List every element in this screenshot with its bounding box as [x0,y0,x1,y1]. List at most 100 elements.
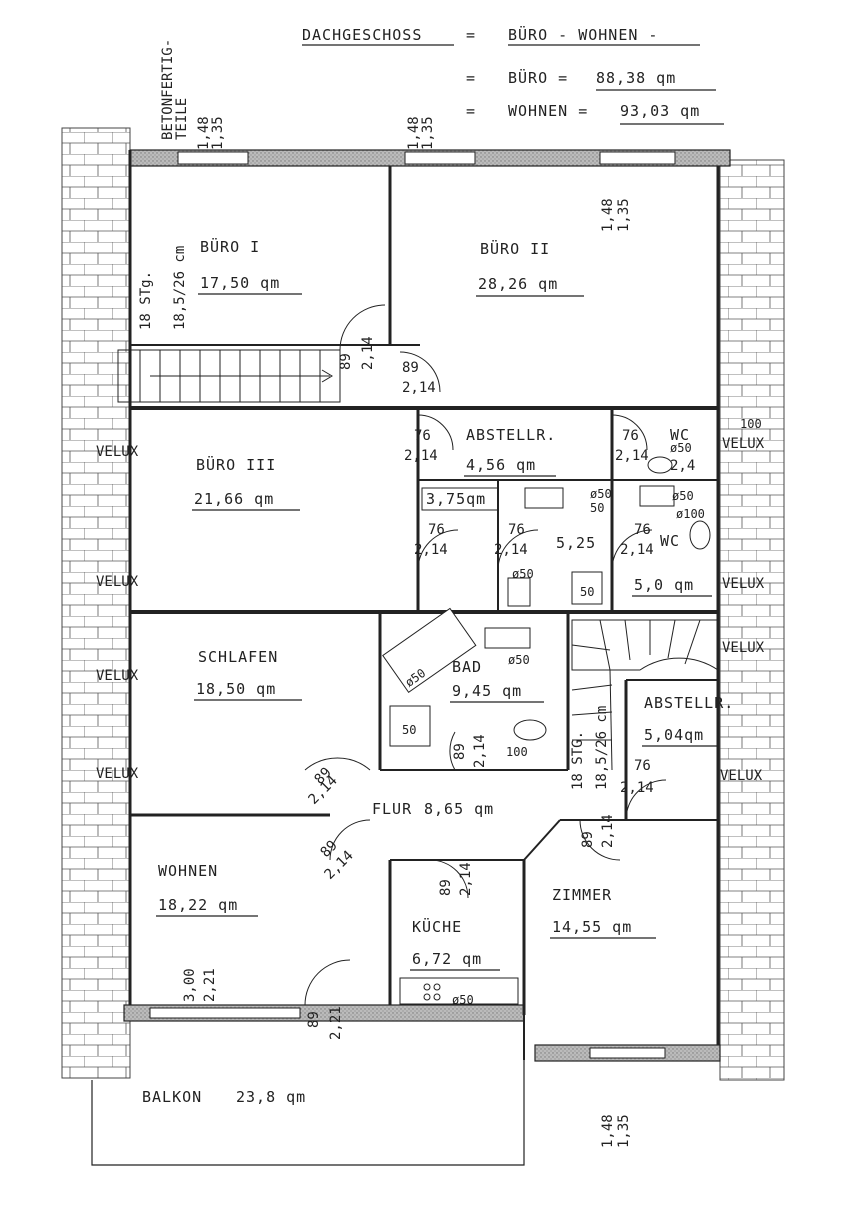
bad-toilet-num: 100 [506,745,528,759]
door-wc2-w: 76 [508,522,525,538]
wc1-shower-num: 50 [580,585,594,599]
velux-labels: VELUX VELUX VELUX VELUX VELUX VELUX VELU… [96,436,765,784]
room-balkon-name: BALKON [142,1088,202,1106]
wc1-sink-num: 50 [590,501,604,515]
wc-toilet-1 [507,577,531,607]
inner-stair-dims: 18,5/26 cm [594,706,610,790]
stairs-inner [571,619,719,771]
wc2-toilet-dia: ø100 [676,507,705,521]
roof-tiles-right [720,160,784,1080]
roof-right-outline [719,159,785,1081]
room-abstellr2-name: ABSTELLR. [644,694,734,712]
room-schlafen-area: 18,50 qm [196,680,276,698]
velux-6: VELUX [722,576,765,592]
stair-top-labels: BETONFERTIG- TEILE 18 STg. 18,5/26 cm [138,39,190,330]
room-balkon-area: 23,8 qm [236,1088,306,1106]
wc3-sink-dia: ø50 [670,441,692,455]
wc-toilet-2 [689,520,711,550]
balcony-outline [91,1060,525,1166]
room-labels: BÜRO I 17,50 qm BÜRO II 28,26 qm BÜRO II… [142,237,734,1106]
room-wc2-name: WC [660,532,680,550]
bad-toilet [513,719,547,741]
win-wohn-bottom: 2,21 [202,968,218,1002]
velux-3: VELUX [96,668,139,684]
stair-inner-labels: 18 STG. 18,5/26 cm [570,706,610,790]
door-wc-h2: 2,4 [670,458,695,474]
door-buero1-h: 2,14 [360,336,376,370]
room-kueche-name: KÜCHE [412,917,462,936]
velux-8: VELUX [720,768,763,784]
door-abst-w: 76 [414,428,431,444]
wc1-sink-dia: ø50 [590,487,612,501]
room-buero3-name: BÜRO III [196,455,276,474]
header-eq-3: = [466,102,476,120]
header-eq-1: = [466,26,476,44]
stair-dims-label: 18,5/26 cm [172,246,188,330]
header: DACHGESCHOSS = BÜRO - WOHNEN - = BÜRO = … [302,25,724,125]
win1-bottom: 1,35 [210,116,226,150]
roof-tiles-left [62,128,130,1078]
wc1-toilet-dia: ø50 [512,567,534,581]
header-buero-value: 88,38 qm [596,69,676,87]
header-buero-label: BÜRO = [508,68,568,87]
door-abst2-h: 2,14 [620,780,654,796]
room-buero3-area: 21,66 qm [194,490,274,508]
room-wc2-area: 5,25 [556,534,596,552]
door-balkon-w: 89 [306,1011,322,1028]
wc-sink-3 [647,456,673,474]
door-wc1-w: 76 [428,522,445,538]
win2-bottom: 1,35 [420,116,436,150]
wc-sink-1 [524,487,564,509]
kitchen-counter [399,977,519,1005]
win4-bottom: 1,35 [616,1114,632,1148]
velux-1: VELUX [96,444,139,460]
shower-tray [389,705,431,747]
room-buero1-area: 17,50 qm [200,274,280,292]
bad-sink-dia: ø50 [508,653,530,667]
room-zimmer-area: 14,55 qm [552,918,632,936]
room-buero2-area: 28,26 qm [478,275,558,293]
wc-sink-2 [639,485,675,507]
door-wc3-h: 2,14 [620,542,654,558]
door-abst-h: 2,14 [404,448,438,464]
header-title-value: BÜRO - WOHNEN - [508,25,658,44]
room-wohnen-name: WOHNEN [158,862,218,880]
room-flur-area: 8,65 qm [424,800,494,818]
room-kueche-area: 6,72 qm [412,950,482,968]
betonfertig-label-a: BETONFERTIG- [160,39,176,140]
bathtub [382,607,477,694]
window-dims: 1,48 1,35 1,48 1,35 1,48 1,35 1,48 1,35 [196,116,632,1148]
door-balkon-h: 2,21 [328,1006,344,1040]
room-wc1-area: 3,75qm [426,490,486,508]
door-bad-h: 2,14 [472,734,488,768]
fixtures [382,456,711,1005]
win3-top: 1,48 [600,198,616,232]
door-zimmer-h: 2,14 [600,814,616,848]
wc3-num: 100 [740,417,762,431]
header-title-label: DACHGESCHOSS [302,26,422,44]
kitchen-sink-dia: ø50 [452,993,474,1007]
door-buero2-w: 89 [402,360,419,376]
door-buero2-h: 2,14 [402,380,436,396]
door-swings [304,304,667,1006]
header-wohnen-value: 93,03 qm [620,102,700,120]
velux-7: VELUX [722,640,765,656]
velux-5: VELUX [722,436,765,452]
velux-2: VELUX [96,574,139,590]
room-buero1-name: BÜRO I [200,237,260,256]
header-eq-2: = [466,69,476,87]
room-wc3-area: 5,0 qm [634,576,694,594]
win2-top: 1,48 [406,116,422,150]
door-wc3-w: 76 [634,522,651,538]
door-buero1-w: 89 [338,353,354,370]
velux-4: VELUX [96,766,139,782]
room-abstellr2-area: 5,04qm [644,726,704,744]
door-zimmer-w: 89 [580,831,596,848]
interior-walls [130,166,718,1015]
room-bad-area: 9,45 qm [452,682,522,700]
stairs-top [117,349,341,403]
header-wohnen-label: WOHNEN = [508,102,588,120]
room-bad-name: BAD [452,658,482,676]
win3-bottom: 1,35 [616,198,632,232]
